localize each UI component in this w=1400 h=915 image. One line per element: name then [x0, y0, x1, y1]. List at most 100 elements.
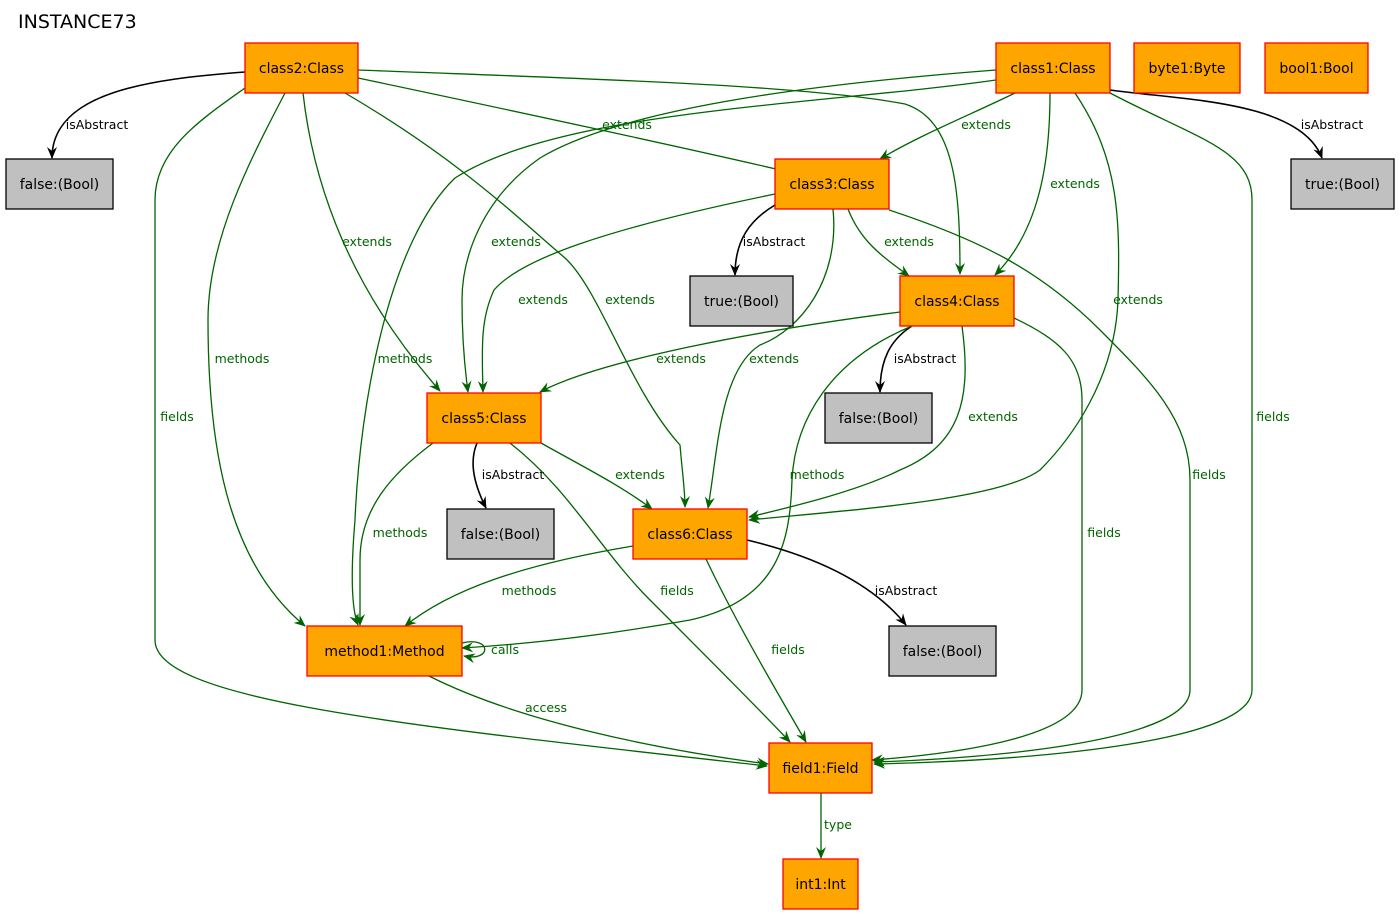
object-box[interactable] — [306, 625, 463, 677]
edge-label: type — [824, 817, 852, 832]
edge-class6-to-false_c6: isAbstract — [746, 539, 938, 626]
edge-label: fields — [1192, 467, 1225, 482]
edge-class6-to-method1: methods — [404, 545, 634, 627]
edge-class5-to-field1: fields — [509, 442, 791, 743]
value-box[interactable] — [824, 392, 933, 444]
edge-line — [705, 558, 807, 743]
edge-label: methods — [790, 467, 845, 482]
node-true_c3[interactable]: true:(Bool) — [689, 275, 794, 327]
edge-label: extends — [656, 351, 706, 366]
edge-label: isAbstract — [1301, 117, 1364, 132]
node-label: class3:Class — [789, 177, 874, 193]
edge-line — [1109, 89, 1323, 159]
edge-line — [461, 325, 913, 653]
edge-label: methods — [502, 583, 557, 598]
value-box[interactable] — [5, 158, 114, 210]
value-box[interactable] — [888, 625, 997, 677]
edge-line — [154, 87, 768, 770]
edge-line — [349, 79, 997, 626]
node-class5[interactable]: class5:Class — [426, 392, 542, 444]
edge-class3-to-class6: extends — [704, 208, 835, 509]
edge-line — [748, 325, 966, 520]
node-class1[interactable]: class1:Class — [995, 42, 1111, 94]
edge-label: fields — [771, 642, 804, 657]
node-true_c1[interactable]: true:(Bool) — [1290, 158, 1395, 210]
edge-label: extends — [884, 234, 934, 249]
edge-method1-to-field1: access — [428, 675, 769, 768]
node-label: false:(Bool) — [839, 411, 919, 427]
object-box[interactable] — [1133, 42, 1241, 94]
node-label: field1:Field — [782, 761, 858, 777]
object-box[interactable] — [632, 508, 748, 560]
object-box[interactable] — [899, 275, 1015, 327]
node-class6[interactable]: class6:Class — [632, 508, 748, 560]
edge-label: extends — [749, 351, 799, 366]
node-bool1[interactable]: bool1:Bool — [1264, 42, 1369, 94]
node-byte1[interactable]: byte1:Byte — [1133, 42, 1241, 94]
node-label: class4:Class — [914, 294, 999, 310]
edge-field1-to-int1: type — [816, 793, 852, 859]
object-box[interactable] — [768, 742, 873, 794]
edge-class2-to-class3: extends — [357, 77, 790, 175]
edge-label: extends — [342, 234, 392, 249]
object-box[interactable] — [995, 42, 1111, 94]
edge-line — [704, 208, 835, 509]
edge-line — [540, 442, 653, 510]
edge-line — [748, 92, 1120, 524]
node-method1[interactable]: method1:Method — [306, 625, 463, 677]
edge-line — [746, 539, 907, 626]
edge-line — [873, 209, 1191, 767]
node-class4[interactable]: class4:Class — [899, 275, 1015, 327]
node-label: bool1:Bool — [1279, 61, 1353, 77]
edge-label: methods — [373, 525, 428, 540]
object-box[interactable] — [1264, 42, 1369, 94]
edge-label: extends — [961, 117, 1011, 132]
node-field1[interactable]: field1:Field — [768, 742, 873, 794]
node-label: class5:Class — [441, 411, 526, 427]
edge-class3-to-field1: fields — [873, 209, 1226, 767]
node-int1[interactable]: int1:Int — [782, 858, 859, 910]
node-label: true:(Bool) — [1305, 177, 1380, 193]
edge-class4-to-class6: extends — [748, 325, 1018, 520]
object-box[interactable] — [244, 42, 359, 94]
edge-label: isAbstract — [894, 351, 957, 366]
edge-line — [539, 311, 901, 393]
node-label: int1:Int — [795, 877, 846, 893]
edge-label: methods — [378, 351, 433, 366]
edge-label: methods — [215, 351, 270, 366]
value-box[interactable] — [689, 275, 794, 327]
edge-class1-to-method1: methods — [349, 79, 997, 626]
edge-class1-to-class5: extends — [461, 69, 997, 393]
edge-line — [47, 71, 246, 159]
edge-label: calls — [491, 642, 519, 657]
node-false_c6[interactable]: false:(Bool) — [888, 625, 997, 677]
edge-label: extends — [602, 117, 652, 132]
node-false_c4[interactable]: false:(Bool) — [824, 392, 933, 444]
node-false_c5[interactable]: false:(Bool) — [446, 508, 555, 560]
edge-class5-to-class6: extends — [540, 442, 665, 510]
node-class3[interactable]: class3:Class — [774, 158, 890, 210]
edge-label: extends — [605, 292, 655, 307]
object-box[interactable] — [774, 158, 890, 210]
edge-class1-to-class4: extends — [994, 92, 1100, 276]
edge-line — [509, 442, 791, 743]
edge-label: extends — [1050, 176, 1100, 191]
node-label: class2:Class — [259, 61, 344, 77]
edge-label: extends — [491, 234, 541, 249]
edge-class4-to-class5: extends — [539, 311, 901, 393]
edge-class1-to-field1: fields — [873, 92, 1290, 769]
node-false_c2[interactable]: false:(Bool) — [5, 158, 114, 210]
object-box[interactable] — [782, 858, 859, 910]
edge-line — [302, 92, 441, 392]
edge-label: isAbstract — [482, 467, 545, 482]
node-class2[interactable]: class2:Class — [244, 42, 359, 94]
edge-class2-to-false_c2: isAbstract — [47, 71, 246, 159]
node-label: false:(Bool) — [461, 527, 541, 543]
object-box[interactable] — [426, 392, 542, 444]
value-box[interactable] — [1290, 158, 1395, 210]
edge-class6-to-field1: fields — [705, 558, 807, 743]
edge-class4-to-method1: methods — [461, 325, 913, 653]
value-box[interactable] — [446, 508, 555, 560]
edge-label: isAbstract — [875, 583, 938, 598]
edge-class4-to-field1: fields — [871, 317, 1121, 765]
